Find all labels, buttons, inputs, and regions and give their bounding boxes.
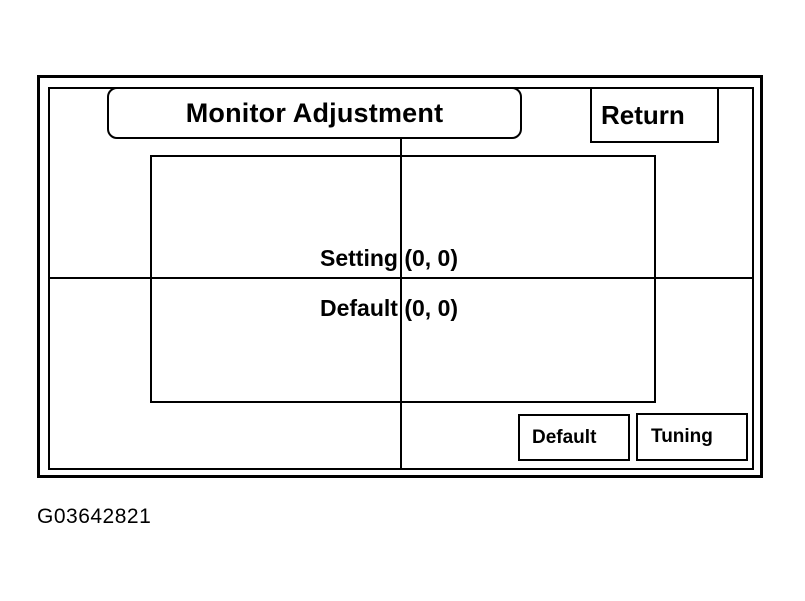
figure-id-label: G03642821 [37,505,152,528]
adjustment-area [150,155,656,403]
default-readout: Default (0, 0) [320,295,459,321]
tuning-button[interactable]: Tuning [636,413,748,461]
return-button[interactable]: Return [590,87,719,143]
page-title: Monitor Adjustment [185,97,444,128]
title-bar: Monitor Adjustment [107,87,522,139]
crosshair-vertical-line [400,138,402,469]
outer-frame [37,75,763,478]
default-button[interactable]: Default [518,414,630,461]
setting-readout: Setting (0, 0) [320,245,459,271]
crosshair-horizontal-line [49,277,753,279]
